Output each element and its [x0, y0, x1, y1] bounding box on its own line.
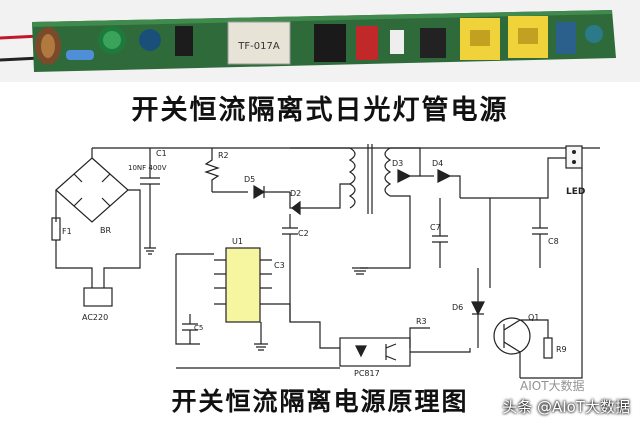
resistor-r9 [543, 337, 553, 359]
transformer-primary [348, 147, 356, 209]
c7-label: C7 [430, 223, 441, 232]
resistor [66, 50, 94, 60]
diode-d4 [437, 169, 452, 183]
r9-label: R9 [556, 345, 567, 354]
d2-label: D2 [290, 189, 301, 198]
circuit-schematic: BR F1 AC220 C1 10NF 400V R2 D5 D2 C2 D3 … [51, 144, 600, 379]
controller-ic [225, 247, 261, 323]
transformer-core [367, 144, 373, 214]
output-wire [460, 157, 570, 288]
ac-label: AC220 [82, 313, 108, 322]
photo-caption-title: 开关恒流隔离式日光灯管电源 [131, 95, 509, 126]
c8-label: C8 [548, 237, 559, 246]
wire [410, 348, 471, 353]
wire [103, 189, 141, 288]
schematic-caption-title: 开关恒流隔离电源原理图 [171, 387, 469, 416]
transformer-label: TF-017A [237, 41, 280, 52]
capacitor-c1 [140, 148, 160, 248]
c2-label: C2 [298, 229, 309, 238]
ground-symbol-secondary [352, 267, 368, 275]
c1-value: 10NF 400V [128, 164, 167, 172]
d4-label: D4 [432, 159, 443, 168]
capacitor-blue [139, 29, 161, 51]
wire [450, 175, 461, 198]
wire [175, 254, 200, 345]
transformer [227, 21, 291, 65]
capacitor-red [356, 26, 378, 60]
transistor-q1 [493, 317, 531, 355]
ac-connector [83, 287, 113, 307]
diode-d3 [397, 169, 412, 183]
watermark-faint: AIOT大数据 [520, 379, 585, 393]
c3-label: C3 [274, 261, 285, 270]
d5-label: D5 [244, 175, 255, 184]
wire [55, 240, 93, 288]
c5-label: C5 [194, 324, 203, 332]
transformer-secondary [384, 147, 392, 197]
bridge-rectifier [55, 157, 129, 223]
capacitor-c8 [532, 198, 548, 268]
r3-label: R3 [416, 317, 427, 326]
capacitor-blue-2 [556, 22, 576, 54]
led-connector [565, 145, 583, 169]
diode-d2 [291, 200, 301, 216]
capacitor-c2 [282, 214, 298, 268]
bridge-label: BR [100, 226, 111, 235]
c1-label: C1 [156, 149, 167, 158]
ic-label: U1 [232, 237, 243, 246]
r2-label: R2 [218, 151, 229, 160]
capacitor-c5 [182, 314, 198, 344]
capacitor-teal [585, 25, 603, 43]
q1-label: Q1 [528, 313, 539, 322]
diode-d6 [471, 301, 485, 316]
d3-label: D3 [392, 159, 403, 168]
wire [360, 195, 411, 269]
ic-chip [175, 26, 193, 56]
rectifier [420, 28, 446, 58]
ic-pins [214, 259, 272, 305]
watermark: 头条 @AIoT大数据 [502, 398, 630, 416]
black-wire [0, 56, 41, 62]
mosfet [314, 24, 346, 62]
opto-label: PC817 [354, 369, 380, 378]
led-label: LED [566, 187, 585, 197]
resistor-white [390, 30, 404, 54]
feedback-wire [272, 303, 340, 349]
return-wire [520, 168, 583, 379]
pcb-board-photo: TF-017A [0, 0, 640, 82]
ground-symbol [144, 247, 156, 255]
ground-symbol-ic [254, 343, 268, 351]
wire [312, 183, 350, 209]
fuse-label: F1 [62, 227, 72, 236]
optocoupler [339, 337, 411, 367]
d6-label: D6 [452, 303, 463, 312]
capacitor-c7 [432, 198, 448, 268]
diode-d5 [253, 184, 266, 200]
resistor-r2 [204, 148, 220, 192]
